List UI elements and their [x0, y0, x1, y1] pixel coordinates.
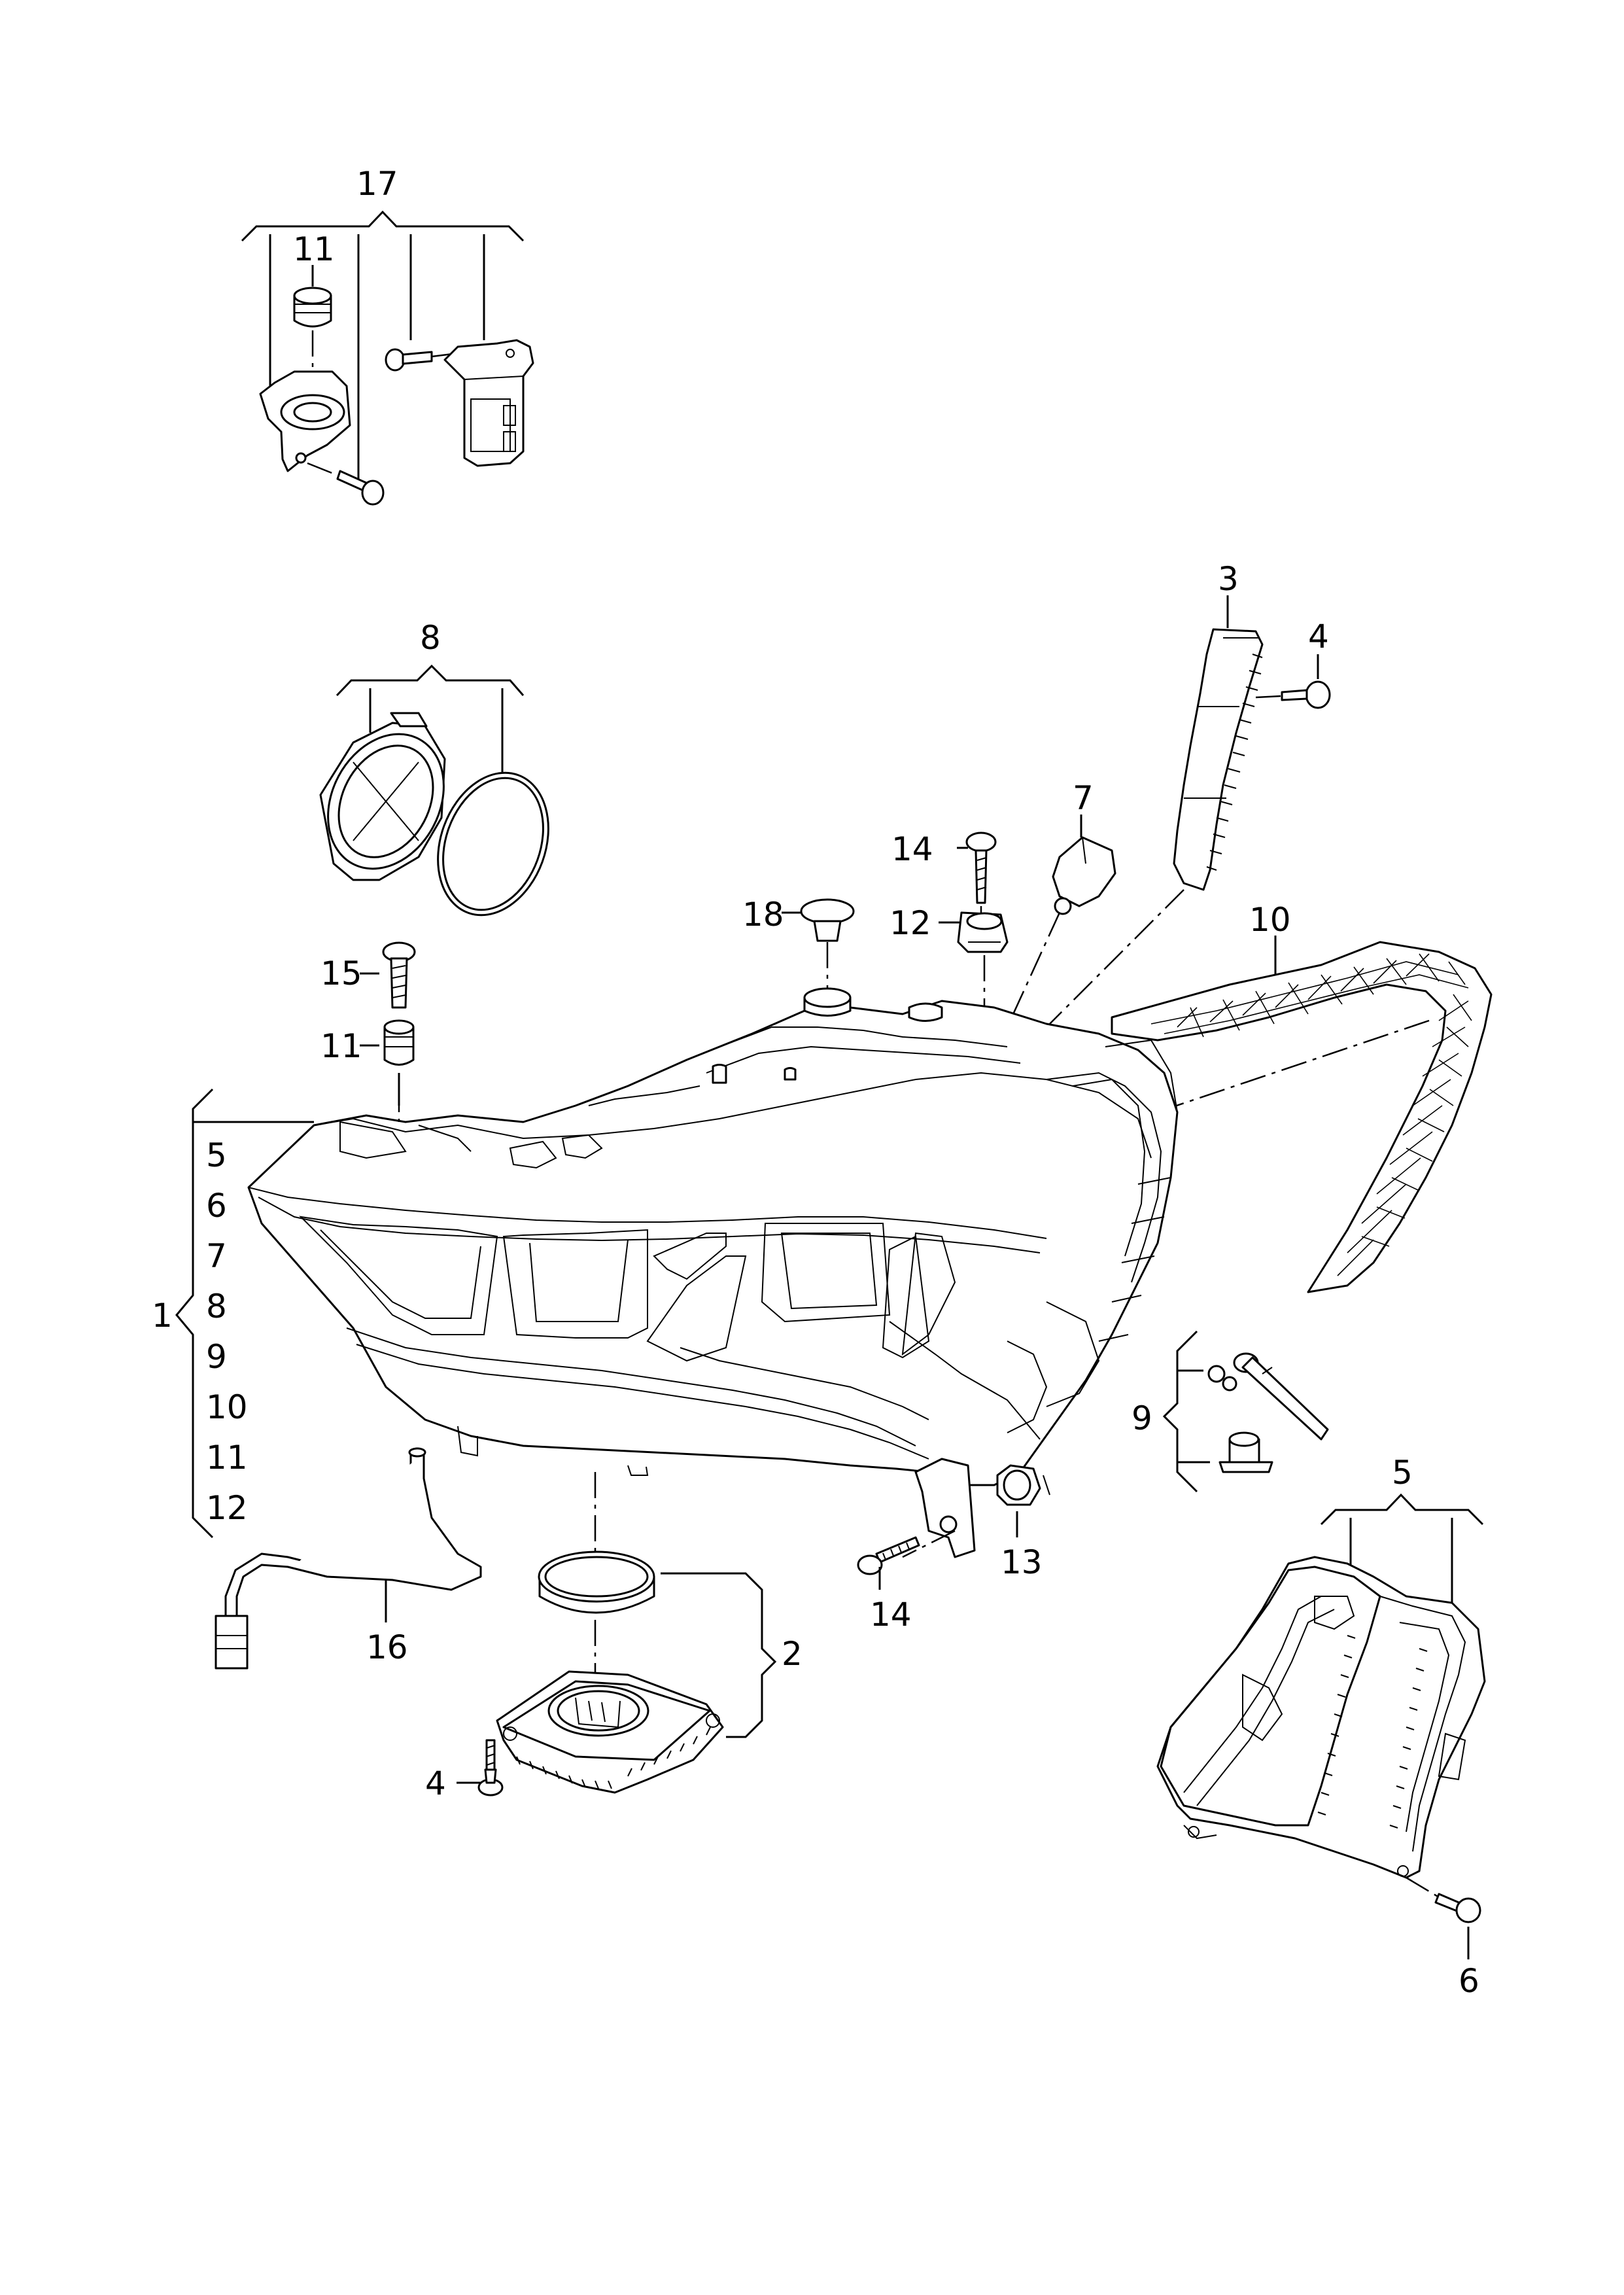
screw-part-14-bottom: [857, 1536, 920, 1590]
callout-4-top: 4: [1308, 618, 1329, 656]
screw-part-17-lower: [307, 462, 385, 506]
callout-17: 17: [356, 165, 398, 203]
callout-14-top: 14: [891, 830, 933, 868]
callout-1-item-10: 10: [206, 1388, 248, 1426]
callout-11-top: 11: [293, 230, 335, 268]
callout-1-item-8: 8: [206, 1288, 227, 1325]
screw-part-6: [1434, 1893, 1481, 1959]
screw-part-4-bottom: [457, 1739, 504, 1796]
callout-18: 18: [742, 896, 784, 934]
wire-harness-part-16: [215, 1447, 482, 1670]
plug-part-18: [782, 898, 855, 994]
callout-1-item-12: 12: [206, 1489, 248, 1527]
callout-12-top: 12: [890, 904, 931, 942]
ballast-control-unit-part: [496, 1670, 724, 1794]
callout-11-mid: 11: [320, 1027, 362, 1065]
screw-part-15: [360, 941, 416, 1009]
callout-1-item-6: 6: [206, 1187, 227, 1225]
callout-1: 1: [152, 1297, 173, 1335]
callout-9: 9: [1132, 1399, 1152, 1437]
adapter-holder-part: [259, 370, 351, 472]
callout-2: 2: [782, 1635, 803, 1673]
callout-8: 8: [420, 619, 441, 657]
callout-10-top: 10: [1249, 901, 1291, 939]
group-5-led-module: [1156, 1493, 1486, 1899]
part-7-connector: [1006, 815, 1116, 1028]
group-8-cover-set: [319, 664, 549, 917]
callout-15: 15: [320, 955, 362, 992]
mounting-bracket-part: [443, 339, 534, 467]
clip-dots-part-9: [1207, 1365, 1237, 1392]
callout-7: 7: [1073, 779, 1094, 817]
group-9-clip-set: [1162, 1330, 1329, 1493]
callout-13: 13: [1001, 1543, 1043, 1581]
callout-5: 5: [1392, 1454, 1413, 1492]
group-1-brace: [175, 1088, 314, 1539]
callout-1-item-11: 11: [206, 1439, 248, 1477]
headlamp-housing-part-1: [247, 987, 1179, 1681]
clip-nut-part-9: [1218, 1431, 1273, 1473]
screw-part-4-top: [1255, 654, 1331, 709]
gasket-part-11-mid: [360, 1019, 415, 1106]
part-10-mesh-trim: [1098, 936, 1493, 1293]
callout-1-item-7: 7: [206, 1237, 227, 1275]
screw-part-14-top: [957, 832, 997, 926]
callout-16: 16: [366, 1628, 408, 1666]
part-3-bracket-strip: [1026, 595, 1264, 1047]
cover-cap-part: [319, 712, 446, 881]
sealing-ring-part: [437, 771, 549, 917]
clip-part-13: [996, 1464, 1050, 1537]
seal-ring-part-2: [538, 1550, 655, 1614]
group-2-ballast-set: [496, 1550, 777, 1794]
callout-14-bottom: 14: [870, 1596, 912, 1634]
clip-part-12-top: [939, 911, 1009, 1007]
callout-1-item-5: 5: [206, 1136, 227, 1174]
callout-6: 6: [1459, 1962, 1479, 2000]
callout-3: 3: [1218, 560, 1239, 598]
clip-bolt-part-9: [1233, 1352, 1329, 1441]
gasket-part-11-top: [293, 287, 332, 328]
group-17-bracket-set: [241, 210, 534, 506]
callout-1-item-9: 9: [206, 1338, 227, 1376]
callout-4-bottom: 4: [425, 1764, 446, 1802]
